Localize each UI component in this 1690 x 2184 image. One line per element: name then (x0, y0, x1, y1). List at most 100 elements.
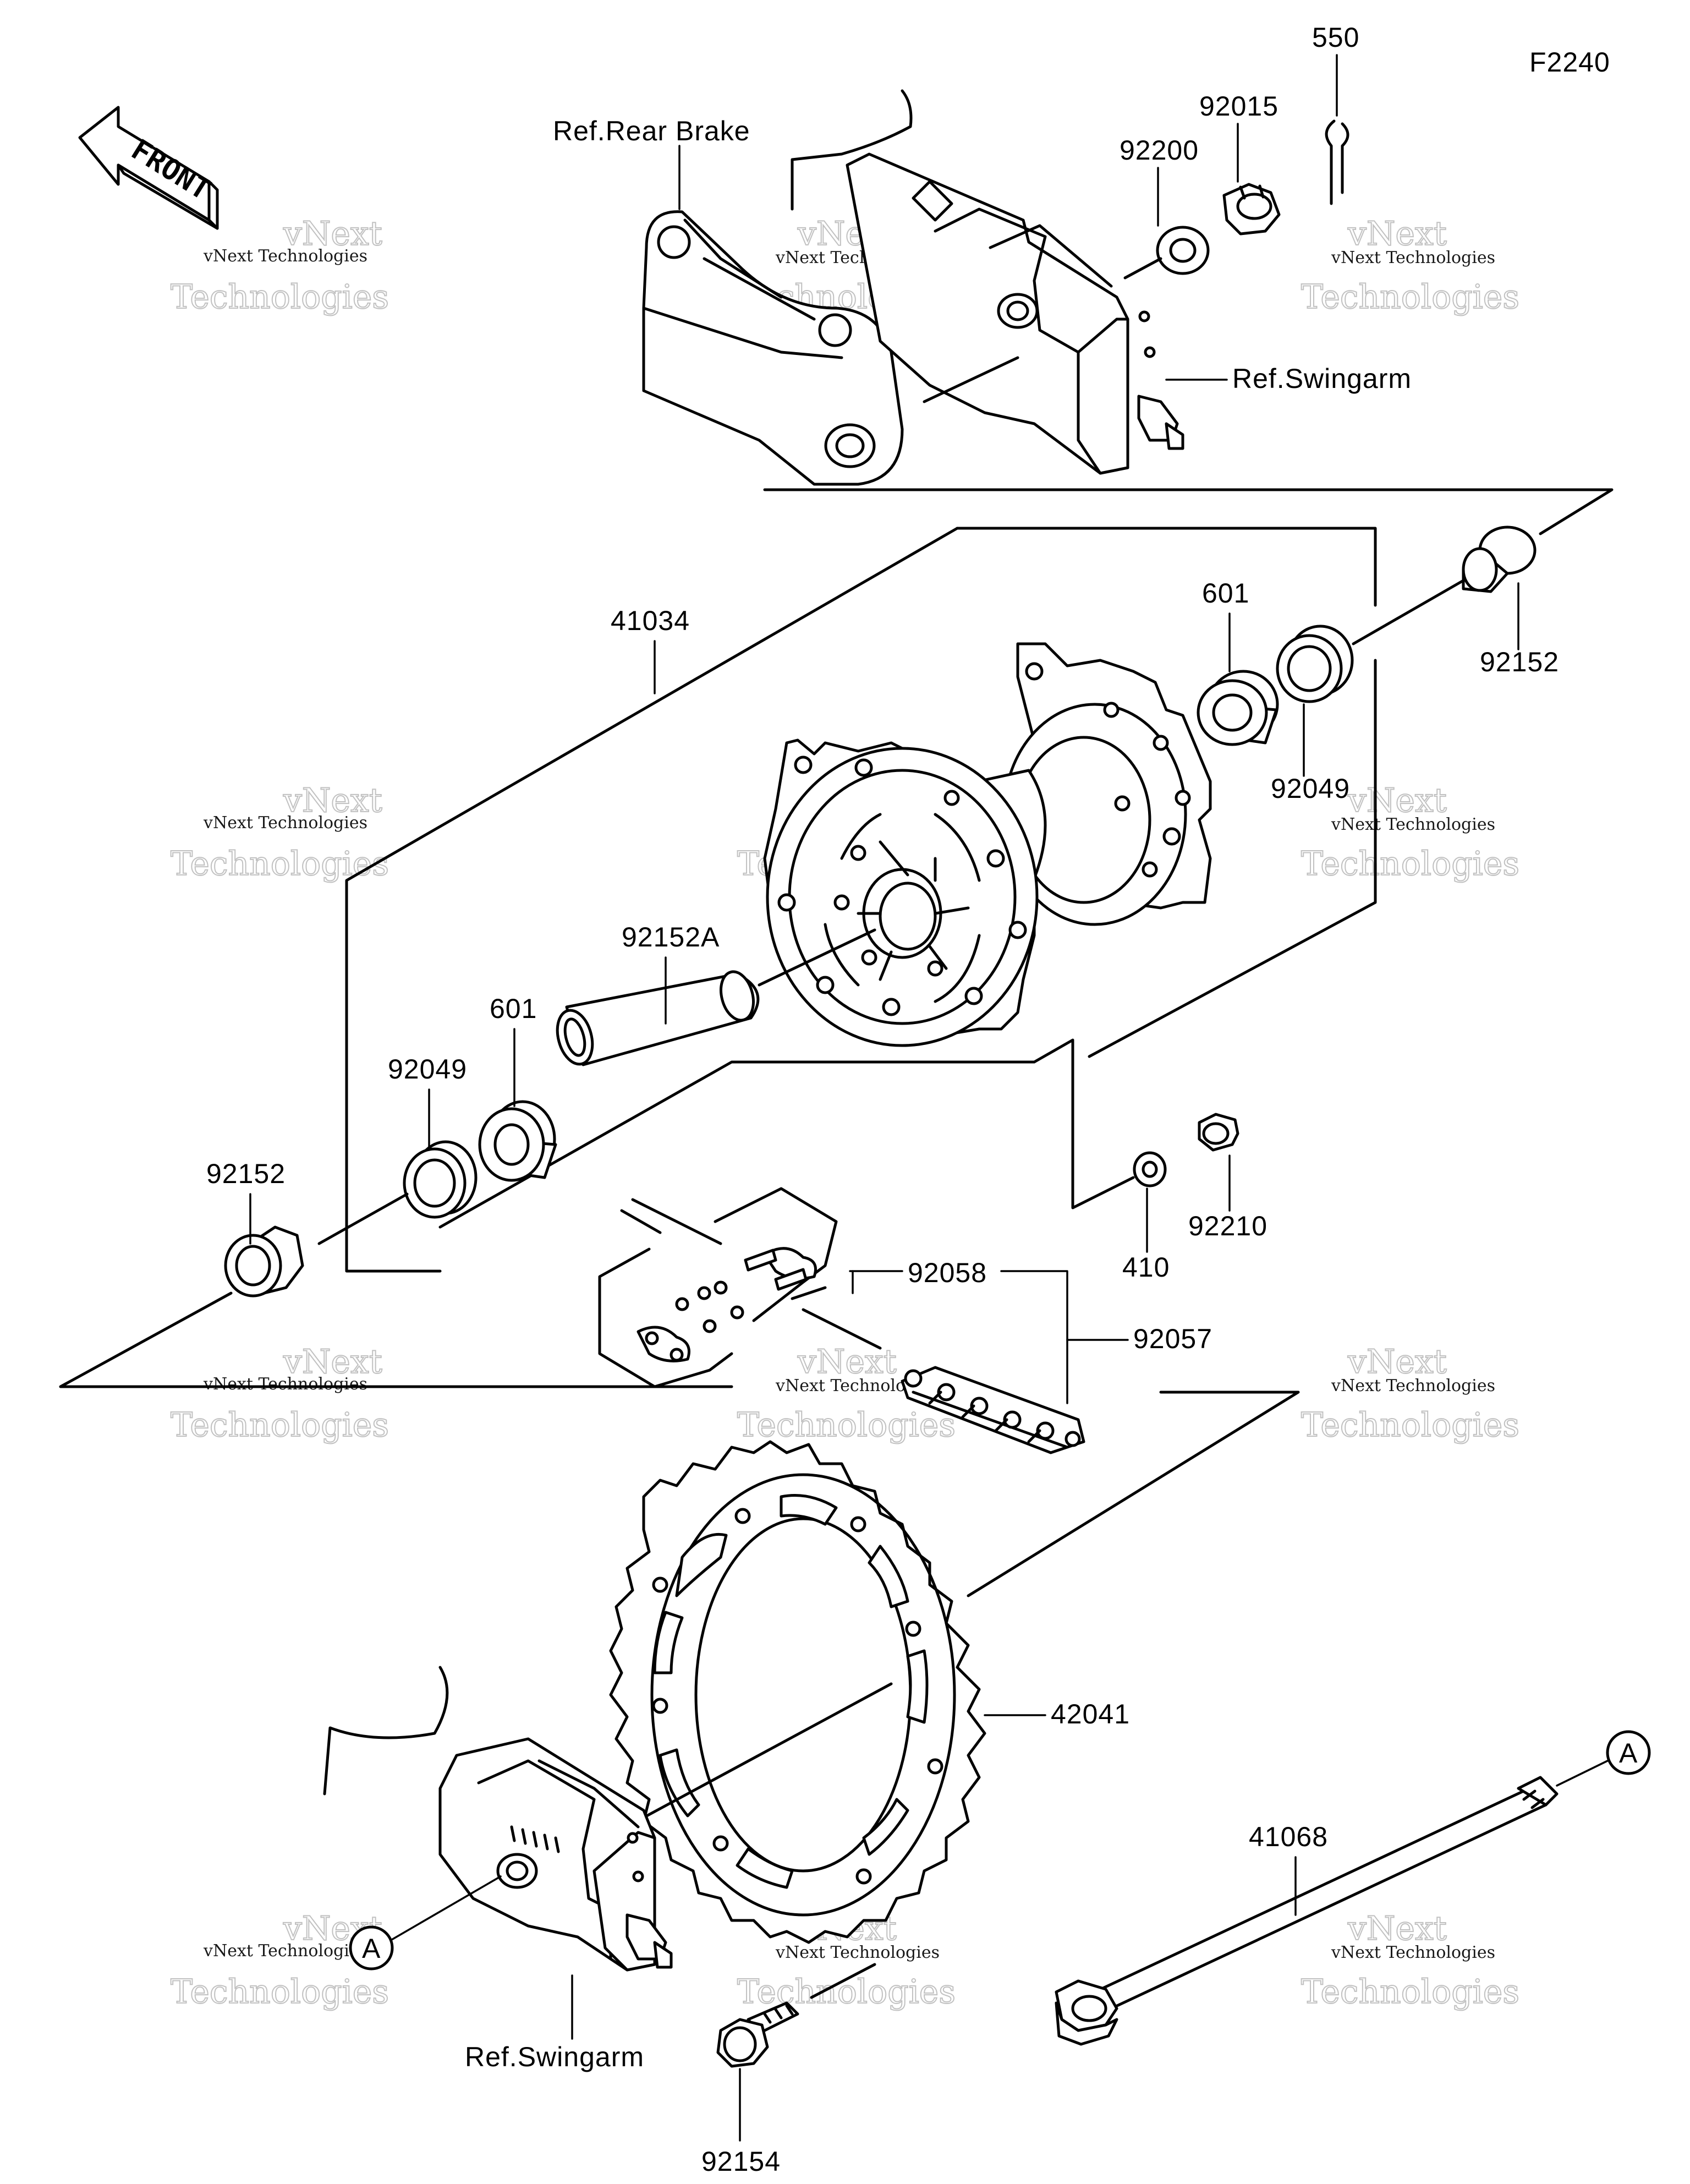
collar-92152-left (224, 1225, 304, 1298)
svg-text:vNext Technologies: vNext Technologies (775, 1943, 940, 1962)
svg-text:vNext Technologies: vNext Technologies (203, 1941, 367, 1961)
assembly-axis-line (614, 1682, 893, 1834)
svg-text:vNext: vNext (797, 1343, 897, 1381)
callout-41034: 41034 (611, 605, 690, 636)
castle-nut-92015-icon (1222, 183, 1281, 236)
callout-92058: 92058 (908, 1257, 987, 1288)
rear-brake-bracket (642, 210, 904, 486)
svg-text:vNext Technologies: vNext Technologies (1331, 248, 1495, 267)
drive-chain-92057 (901, 1366, 1085, 1454)
callout-601-left: 601 (490, 993, 537, 1024)
callout-92152a: 92152A (622, 922, 720, 953)
callout-601-right: 601 (1202, 578, 1249, 609)
washer-92200 (1156, 226, 1210, 275)
ref-rear-brake-label: Ref.Rear Brake (553, 116, 750, 146)
spacer-92152a (556, 970, 760, 1066)
svg-text:vNext: vNext (1347, 215, 1447, 253)
assembly-axis-line (1352, 579, 1465, 645)
swingarm-top (791, 89, 1184, 475)
svg-text:vNext: vNext (1347, 1343, 1447, 1381)
assembly-axis-line (1033, 1038, 1135, 1209)
front-arrow-icon: FRONT (78, 106, 219, 230)
watermark: vNext vNext Technologies Technologies (170, 214, 389, 317)
assembly-axis-line (810, 1963, 876, 1999)
svg-text:vNext Technologies: vNext Technologies (203, 813, 367, 833)
marker-a-axle: A (1606, 1730, 1651, 1775)
watermark: vNext vNext Technologies Technologies (1301, 1909, 1520, 2012)
svg-text:Technologies: Technologies (1301, 845, 1519, 883)
callout-92210: 92210 (1188, 1211, 1268, 1241)
svg-text:Technologies: Technologies (1301, 1973, 1519, 2011)
svg-text:Technologies: Technologies (737, 1406, 956, 1444)
watermark: vNext vNext Technologies Technologies (1301, 781, 1520, 884)
callout-550: 550 (1312, 22, 1359, 53)
callout-92154: 92154 (701, 2146, 781, 2177)
washer-410 (1133, 1151, 1167, 1187)
bearing-601-right (1197, 670, 1279, 746)
swingarm-adjuster-bolt-icon (1137, 395, 1184, 450)
assembly-axis-line (763, 488, 1614, 535)
rear-axle-41068 (1055, 1776, 1559, 2046)
assembly-bracket (345, 527, 959, 1273)
callout-41068: 41068 (1249, 1821, 1328, 1852)
ref-swingarm-top-label: Ref.Swingarm (1232, 363, 1412, 394)
assembly-axis-line (317, 1192, 409, 1245)
leader-line (1556, 1760, 1609, 1787)
svg-text:vNext Technologies: vNext Technologies (1331, 1943, 1495, 1962)
leader-line (849, 1270, 1068, 1404)
callout-92152-left: 92152 (206, 1158, 286, 1189)
watermark: vNext vNext Technologies Technologies (170, 1342, 389, 1445)
watermark: vNext vNext Technologies Technologies (170, 781, 389, 884)
watermark: vNext vNext Technologies Technologies (1301, 214, 1520, 317)
callout-92057: 92057 (1133, 1323, 1212, 1354)
svg-text:A: A (1619, 1738, 1638, 1769)
collar-92152-right (1462, 526, 1537, 593)
callout-92049-left: 92049 (388, 1054, 467, 1085)
callout-92200: 92200 (1120, 135, 1199, 166)
assembly-axis-line (923, 356, 1019, 403)
ref-swingarm-bottom-label: Ref.Swingarm (465, 2041, 644, 2072)
assembly-axis-line (1123, 257, 1162, 280)
svg-text:vNext: vNext (283, 1343, 382, 1381)
swingarm-adjuster-bolt-icon (625, 1913, 673, 1969)
figure-code: F2240 (1529, 47, 1610, 78)
chain-joint-92058 (598, 1187, 882, 1388)
callout-42041: 42041 (1051, 1699, 1130, 1729)
svg-text:vNext: vNext (283, 215, 382, 253)
svg-text:Technologies: Technologies (1301, 278, 1519, 316)
nut-92210-icon (1198, 1113, 1239, 1152)
assembly-bracket (956, 527, 1377, 607)
svg-text:A: A (362, 1933, 381, 1964)
callout-92015: 92015 (1199, 91, 1279, 122)
svg-text:vNext: vNext (1347, 1909, 1447, 1948)
leader-line (391, 1875, 502, 1941)
svg-text:Technologies: Technologies (171, 278, 389, 316)
callout-92049-right: 92049 (1271, 773, 1350, 804)
oil-seal-92049-right (1276, 625, 1354, 703)
assembly-axis-line (758, 928, 876, 987)
oil-seal-92049-left (403, 1140, 478, 1219)
callout-92152-right: 92152 (1480, 647, 1559, 677)
bearing-601-left (478, 1100, 557, 1182)
rear-hub-41034 (763, 642, 1212, 1047)
svg-text:Technologies: Technologies (171, 1973, 389, 2011)
marker-a-swingarm: A (349, 1925, 394, 1970)
svg-text:vNext: vNext (1347, 781, 1447, 820)
assembly-bracket (1088, 659, 1377, 1058)
callout-410: 410 (1122, 1252, 1170, 1283)
sprocket-bolt-92154-icon (716, 2001, 799, 2068)
svg-text:Technologies: Technologies (171, 1406, 389, 1444)
assembly-axis-line (967, 1391, 1300, 1597)
assembly-axis-line (59, 1291, 733, 1388)
swingarm-bottom (323, 1666, 673, 1972)
svg-text:vNext Technologies: vNext Technologies (1331, 815, 1495, 834)
svg-text:vNext: vNext (283, 781, 382, 820)
svg-text:Technologies: Technologies (1301, 1406, 1519, 1444)
cotter-pin-550-icon (1325, 119, 1349, 205)
svg-text:vNext Technologies: vNext Technologies (1331, 1376, 1495, 1395)
watermark: vNext vNext Technologies Technologies (1301, 1342, 1520, 1445)
rear-sprocket-42041 (609, 1440, 986, 1944)
svg-text:Technologies: Technologies (171, 845, 389, 883)
svg-text:vNext Technologies: vNext Technologies (203, 1375, 367, 1394)
